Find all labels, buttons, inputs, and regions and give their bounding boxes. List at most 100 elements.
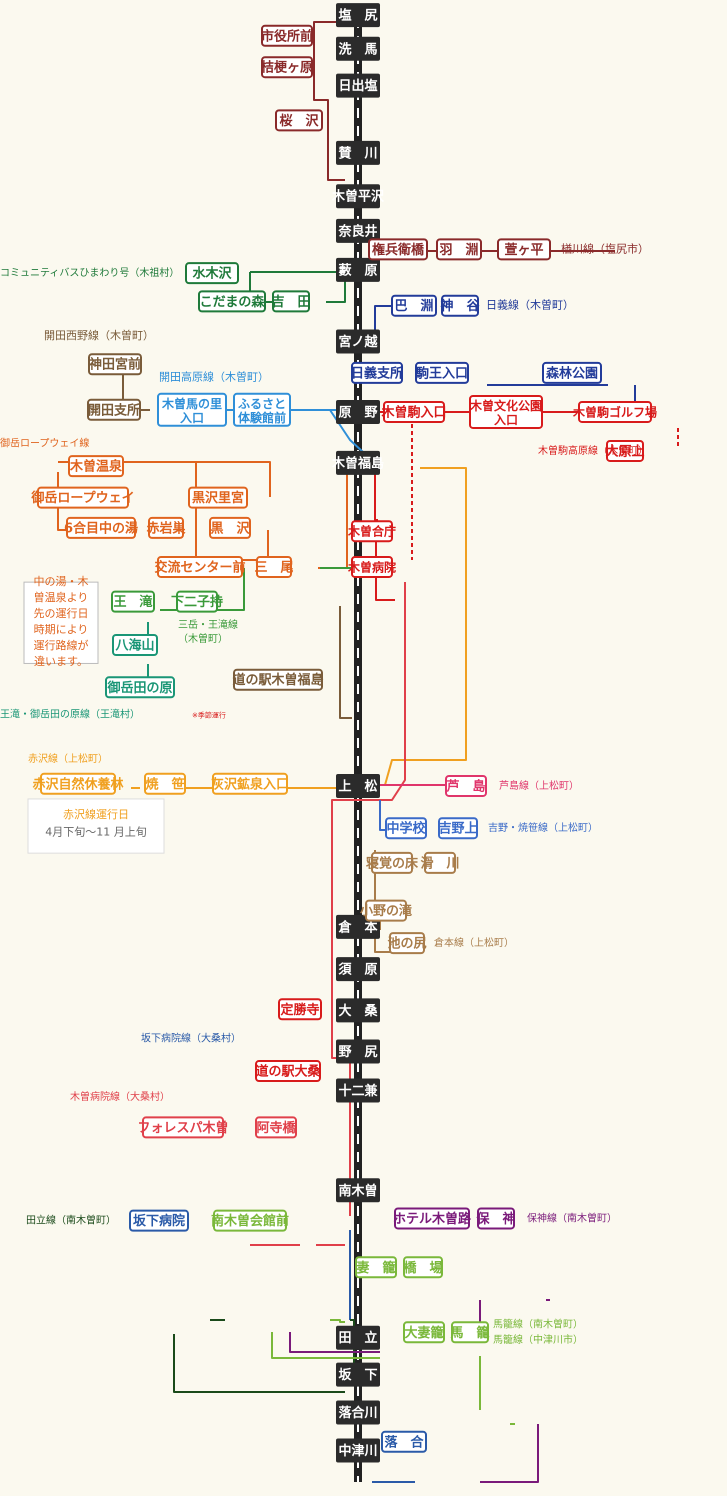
line-label: 開田高原線（木曽町） [159,369,269,383]
stop-chugakko[interactable]: 中学校 [385,817,427,840]
trunk-station[interactable]: 中津川 [336,1438,380,1463]
stop-shimonikomochi[interactable]: 下二子持 [171,590,223,613]
trunk-station[interactable]: 落合川 [336,1400,380,1425]
stop-koryu[interactable]: 交流センター前 [154,555,246,578]
stop-hotel_kisoji[interactable]: ホテル木曽路 [393,1207,472,1230]
trunk-station-label: 倉 本 [337,919,377,935]
stop-kandamiyamae[interactable]: 神田宮前 [88,353,142,376]
stop-kurosawa[interactable]: 黒 沢 [209,516,251,539]
trunk-station-box [336,184,380,209]
stop-box [148,516,184,539]
stop-kiso_bunka[interactable]: 木曽文化公園入口 [469,394,543,429]
stop-joshoji[interactable]: 定勝寺 [278,998,322,1021]
stop-label: 橋 場 [403,1260,442,1276]
stop-magome[interactable]: 馬 籠 [450,1321,490,1344]
trunk-station[interactable]: 藪 原 [336,257,380,282]
stop-tsumago[interactable]: 妻 籠 [355,1256,397,1279]
stop-kiso_byoin[interactable]: 木曽病院 [347,555,396,578]
stop-kisokoma_iriguchi[interactable]: 木曽駒入口 [380,400,447,423]
trunk-station[interactable]: 奈良井 [336,218,380,243]
stop-hakkaisan[interactable]: 八海山 [112,634,158,657]
trunk-station[interactable]: 田 立 [336,1325,380,1350]
stop-ashijima[interactable]: 芦 島 [445,774,487,797]
trunk-station[interactable]: 宮ノ越 [336,329,380,354]
stop-otaki[interactable]: 王 滝 [111,590,155,613]
trunk-station[interactable]: 坂 下 [336,1362,380,1387]
stop-box [212,772,288,795]
stop-yoshinoue[interactable]: 吉野上 [438,817,478,840]
stop-yoshida[interactable]: 吉 田 [271,290,311,313]
stop-mio[interactable]: 三 尾 [254,555,294,578]
stop-hashiba[interactable]: 橋 場 [403,1256,443,1279]
stop-sakashita_byoin[interactable]: 坂下病院 [129,1209,189,1232]
trunk-station[interactable]: 十二兼 [336,1078,380,1103]
trunk-station[interactable]: 大 桑 [336,998,380,1023]
stop-akasawa_shizen[interactable]: 赤沢自然休養林 [32,772,124,795]
stop-kamiya[interactable]: 神 谷 [440,294,480,317]
stop-sakurazawa[interactable]: 桜 沢 [275,109,323,132]
stop-nikko_shisho[interactable]: 日義支所 [351,361,403,384]
trunk-station[interactable]: 木曽福島 [331,450,384,475]
trunk-station[interactable]: 南木曽 [336,1178,380,1203]
stop-forest_spa[interactable]: フォレスパ木曽 [137,1116,229,1139]
stop-box [415,361,469,384]
community-line-3 [326,272,346,303]
stop-kodama[interactable]: こだまの森 [198,290,266,313]
trunk-station[interactable]: 須 原 [336,957,380,982]
stop-label: 萱ヶ平 [504,242,543,258]
stop-michinoeki_kf[interactable]: 道の駅木曽福島 [232,668,324,691]
stop-namekawa[interactable]: 滑 川 [420,851,460,874]
stop-nagiso_kaikan[interactable]: 南木曽会館前 [211,1209,289,1232]
trunk-station-box [336,1438,380,1463]
stop-box [209,516,251,539]
stop-kurosawa_satomiya[interactable]: 黒沢里宮 [188,486,248,509]
stop-komaou[interactable]: 駒王入口 [415,361,469,384]
stop-shiyakusho[interactable]: 市役所前 [261,24,313,47]
stop-ateragi[interactable]: 阿寺橋 [255,1116,297,1139]
stop-label: 黒 沢 [210,520,250,536]
stop-ochiai[interactable]: 落 合 [381,1430,427,1453]
line-label: 坂下病院線（大桑村） [141,1032,241,1045]
stop-kisouma[interactable]: 木曽馬の里入口 [157,392,227,427]
stop-akaiwa[interactable]: 赤岩巣 [146,516,186,539]
stop-hosho[interactable]: 保 神 [475,1207,516,1230]
stop-kiso_onsen[interactable]: 木曽温泉 [68,455,124,478]
stop-otakeda[interactable]: 御岳田の原 [105,676,175,699]
stop-gonbei[interactable]: 権兵衛橋 [368,238,428,261]
stop-kayagadaira[interactable]: 萱ヶ平 [497,238,551,261]
stop-mizukizawa[interactable]: 水木沢 [185,262,239,285]
stop-ikenoshiri[interactable]: 池の尻 [387,932,427,955]
stop-kisokoma_golf[interactable]: 木曽駒ゴルフ場 [572,400,657,423]
stop-box [233,668,323,691]
stop-label: 木曽馬の里入口 [161,395,222,424]
trunk-station[interactable]: 木曽平沢 [331,184,385,209]
stop-yakizasa[interactable]: 焼 笹 [144,772,186,795]
stop-otsumago[interactable]: 大妻籠 [403,1321,445,1344]
trunk-station[interactable]: 洗 馬 [336,36,380,61]
stop-kikyogahara[interactable]: 桔梗ヶ原 [261,56,313,79]
stop-hafuchi[interactable]: 羽 淵 [436,238,482,261]
stop-kaida_shisho[interactable]: 開田支所 [87,398,141,421]
stop-haizawa[interactable]: 灰沢鉱泉入口 [211,772,289,795]
trunk-station[interactable]: 賛 川 [336,140,380,165]
stop-onotaki[interactable]: 小野の滝 [360,899,412,922]
trunk-station[interactable]: 野 尻 [336,1039,380,1064]
trunk-station[interactable]: 原 野 [336,399,380,424]
stop-kiso_goucho[interactable]: 木曽合庁 [347,520,396,543]
stop-michinoeki_okuwa[interactable]: 道の駅大桑 [255,1060,321,1083]
stop-shinrin[interactable]: 森林公園 [542,361,602,384]
stop-nezame[interactable]: 寝覚の床 [366,851,419,874]
trunk-station-box [336,1039,380,1064]
ontake-line-b [58,461,271,497]
trunk-station[interactable]: 上 松 [336,773,380,798]
stop-furusato[interactable]: ふるさと体験館前 [233,392,291,427]
stop-box [542,361,602,384]
trunk-station[interactable]: 日出塩 [336,73,380,98]
stop-rokugome[interactable]: 6合目中の湯 [64,516,138,539]
trunk-station[interactable]: 塩 尻 [336,3,380,28]
stop-ohara[interactable]: 大原上 [605,439,645,462]
stop-ropeway[interactable]: 御岳ロープウェイ [30,486,135,509]
trunk-station-box [336,1400,380,1425]
stop-tomobuchi[interactable]: 巴 淵 [391,294,437,317]
stop-box [40,772,116,795]
